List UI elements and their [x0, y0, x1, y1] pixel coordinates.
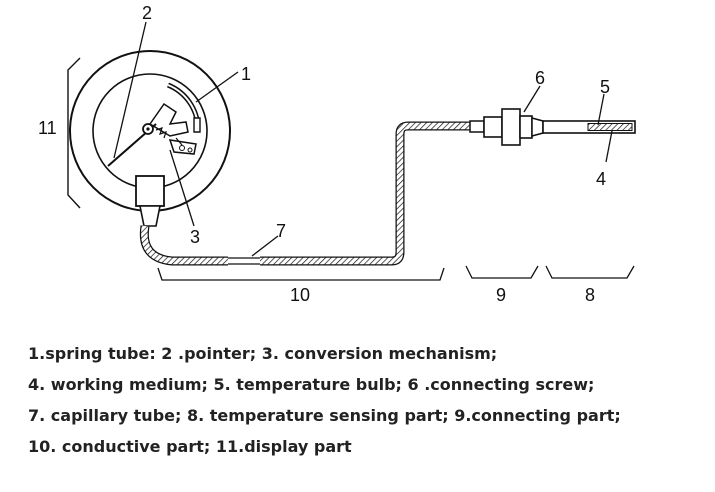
bracket-10 — [157, 267, 445, 281]
label-9: 9 — [496, 285, 506, 305]
label-1: 1 — [241, 64, 251, 84]
capillary-tube — [139, 121, 470, 266]
legend-line: 10. conductive part; 11.display part — [28, 437, 352, 456]
display-part-bracket — [67, 57, 81, 209]
temperature-bulb — [542, 120, 636, 134]
bracket-9 — [465, 265, 539, 279]
label-11: 11 — [38, 118, 57, 138]
legend: 1.spring tube: 2 .pointer; 3. conversion… — [28, 338, 708, 462]
legend-line: 7. capillary tube; 8. temperature sensin… — [28, 406, 621, 425]
legend-line: 1.spring tube: 2 .pointer; 3. conversion… — [28, 344, 498, 363]
label-5: 5 — [600, 77, 610, 97]
label-4: 4 — [596, 169, 606, 189]
gauge-socket — [135, 175, 165, 227]
label-10: 10 — [290, 285, 310, 305]
pointer — [107, 123, 157, 167]
label-6: 6 — [535, 68, 545, 88]
legend-line: 4. working medium; 5. temperature bulb; … — [28, 375, 595, 394]
conversion-mechanism — [148, 102, 197, 155]
connecting-screw — [469, 108, 544, 146]
thermometer-diagram: 2 1 11 3 7 6 5 4 10 9 8 — [38, 3, 636, 305]
label-8: 8 — [585, 285, 595, 305]
label-2: 2 — [142, 3, 152, 23]
label-3: 3 — [190, 227, 200, 247]
label-7: 7 — [276, 221, 286, 241]
bracket-8 — [545, 265, 635, 279]
